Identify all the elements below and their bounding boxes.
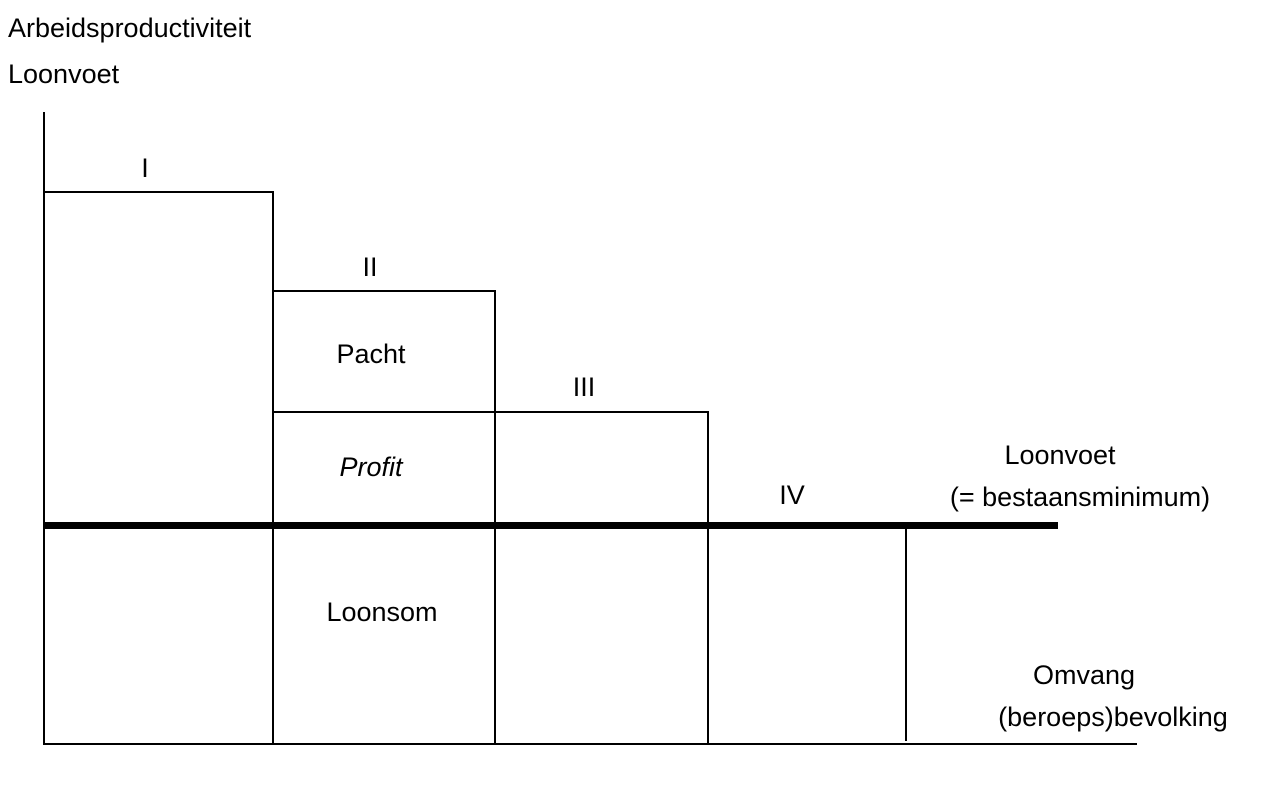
region-label-i: I — [141, 153, 149, 183]
x-axis-label-line2: (beroeps)bevolking — [998, 702, 1228, 732]
area-label-wages: Loonsom — [326, 597, 438, 627]
step-top-i — [43, 191, 274, 193]
y-axis — [43, 112, 45, 745]
boundary-iv-end — [905, 526, 907, 741]
step-top-iii — [494, 411, 709, 413]
y-axis-label-line1: Arbeidsproductiviteit — [8, 13, 252, 43]
area-label-rent: Pacht — [336, 339, 406, 369]
subsistence-label-line2: (= bestaansminimum) — [949, 482, 1211, 512]
region-label-iv: IV — [779, 480, 805, 510]
subsistence-label-line1: Loonvoet — [1004, 440, 1116, 470]
region-label-iii: III — [572, 372, 596, 402]
step-top-ii — [272, 290, 496, 292]
y-axis-label-line2: Loonvoet — [8, 59, 120, 89]
region-label-ii: II — [362, 252, 378, 282]
x-axis-label-line1: Omvang — [1032, 660, 1136, 690]
boundary-i-ii — [272, 191, 274, 745]
boundary-iii-iv — [707, 411, 709, 745]
boundary-ii-iii — [494, 290, 496, 745]
x-axis — [43, 743, 1137, 745]
profit-rent-divider — [272, 411, 496, 413]
area-label-profit: Profit — [339, 452, 403, 482]
subsistence-wage-line — [43, 522, 1058, 529]
